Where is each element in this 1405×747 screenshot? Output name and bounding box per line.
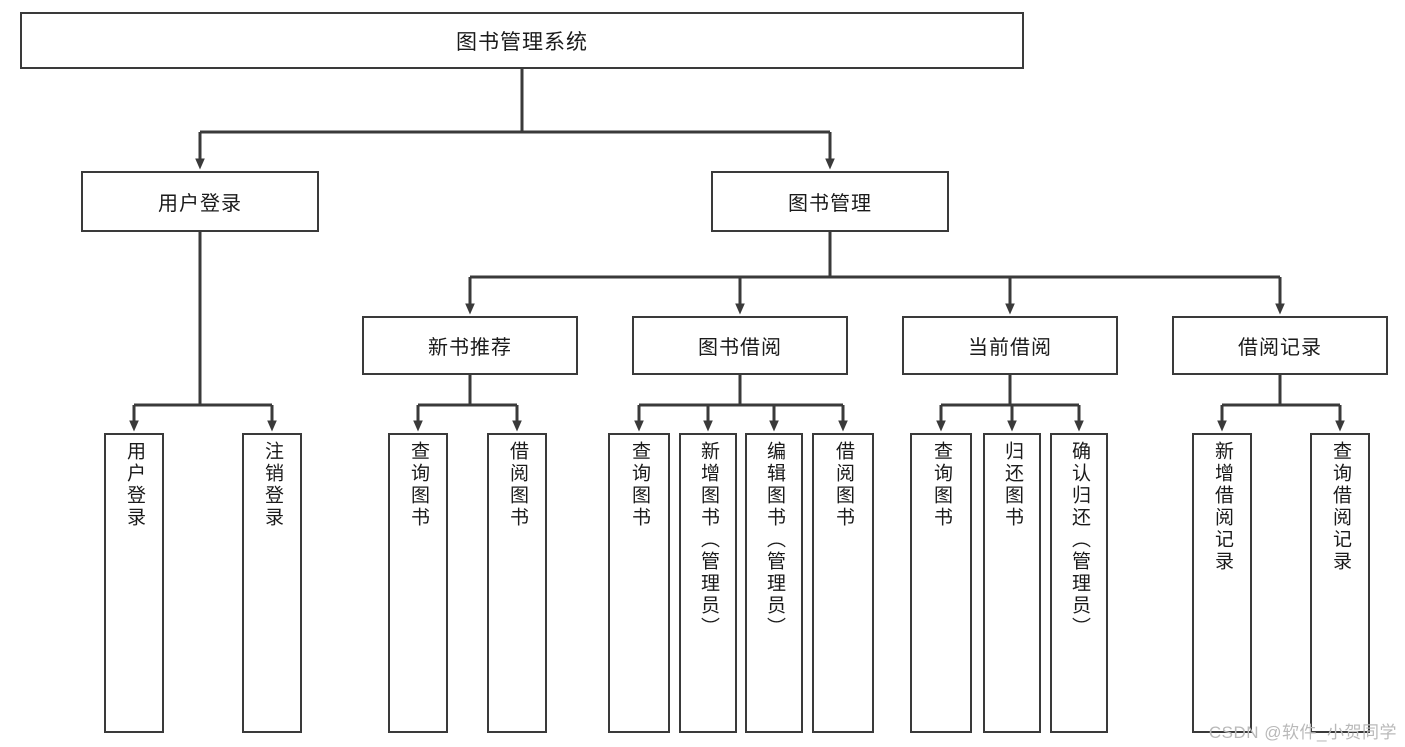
- node-label: 新增借阅记录: [1211, 441, 1233, 573]
- node-label: 用户登录: [123, 441, 145, 529]
- node-book-borrow[interactable]: 图书借阅: [632, 316, 848, 375]
- node-label: 新书推荐: [428, 337, 512, 359]
- node-new-book-recommend[interactable]: 新书推荐: [362, 316, 578, 375]
- node-root-system[interactable]: 图书管理系统: [20, 12, 1024, 69]
- node-user-login[interactable]: 用户登录: [81, 171, 319, 232]
- node-leaf-edit-book-admin[interactable]: 编辑图书（管理员）: [745, 433, 803, 733]
- edge-group-newbook-to-leaves: [413, 375, 522, 432]
- node-leaf-user-login[interactable]: 用户登录: [104, 433, 164, 733]
- edge-group-userlogin-to-leaves: [129, 232, 277, 432]
- edge-group-currentborrow-to-leaves: [936, 375, 1084, 432]
- node-leaf-query-book-borrow[interactable]: 查询图书: [608, 433, 670, 733]
- node-label: 确认归还（管理员）: [1068, 441, 1090, 639]
- node-label: 编辑图书（管理员）: [763, 441, 785, 639]
- node-label: 借阅图书: [832, 441, 854, 529]
- node-current-borrow[interactable]: 当前借阅: [902, 316, 1118, 375]
- node-label: 用户登录: [158, 193, 242, 215]
- node-leaf-query-book-recommend[interactable]: 查询图书: [388, 433, 448, 733]
- node-leaf-add-book-admin[interactable]: 新增图书（管理员）: [679, 433, 737, 733]
- node-leaf-borrow-book[interactable]: 借阅图书: [812, 433, 874, 733]
- watermark-text: CSDN @软件_小贺同学: [1208, 723, 1397, 742]
- node-leaf-borrow-book-recommend[interactable]: 借阅图书: [487, 433, 547, 733]
- node-label: 查询图书: [628, 441, 650, 529]
- node-label: 借阅记录: [1238, 337, 1322, 359]
- node-leaf-query-borrow-record[interactable]: 查询借阅记录: [1310, 433, 1370, 733]
- node-label: 查询图书: [407, 441, 429, 529]
- node-leaf-add-borrow-record[interactable]: 新增借阅记录: [1192, 433, 1252, 733]
- edge-group-bookmanage-to-level3: [465, 232, 1285, 315]
- node-label: 新增图书（管理员）: [697, 441, 719, 639]
- node-label: 查询图书: [930, 441, 952, 529]
- node-label: 图书管理: [788, 193, 872, 215]
- edge-group-bookborrow-to-leaves: [634, 375, 848, 432]
- node-label: 归还图书: [1001, 441, 1023, 529]
- node-label: 查询借阅记录: [1329, 441, 1351, 573]
- node-leaf-confirm-return-admin[interactable]: 确认归还（管理员）: [1050, 433, 1108, 733]
- node-label: 图书管理系统: [456, 30, 588, 54]
- node-label: 当前借阅: [968, 337, 1052, 359]
- node-leaf-query-book-current[interactable]: 查询图书: [910, 433, 972, 733]
- edge-group-borrowrecord-to-leaves: [1217, 375, 1345, 432]
- node-book-manage[interactable]: 图书管理: [711, 171, 949, 232]
- node-leaf-user-logout[interactable]: 注销登录: [242, 433, 302, 733]
- node-label: 图书借阅: [698, 337, 782, 359]
- edge-group-root-to-level2: [195, 69, 835, 170]
- node-borrow-record[interactable]: 借阅记录: [1172, 316, 1388, 375]
- node-leaf-return-book[interactable]: 归还图书: [983, 433, 1041, 733]
- node-label: 借阅图书: [506, 441, 528, 529]
- node-label: 注销登录: [261, 441, 283, 529]
